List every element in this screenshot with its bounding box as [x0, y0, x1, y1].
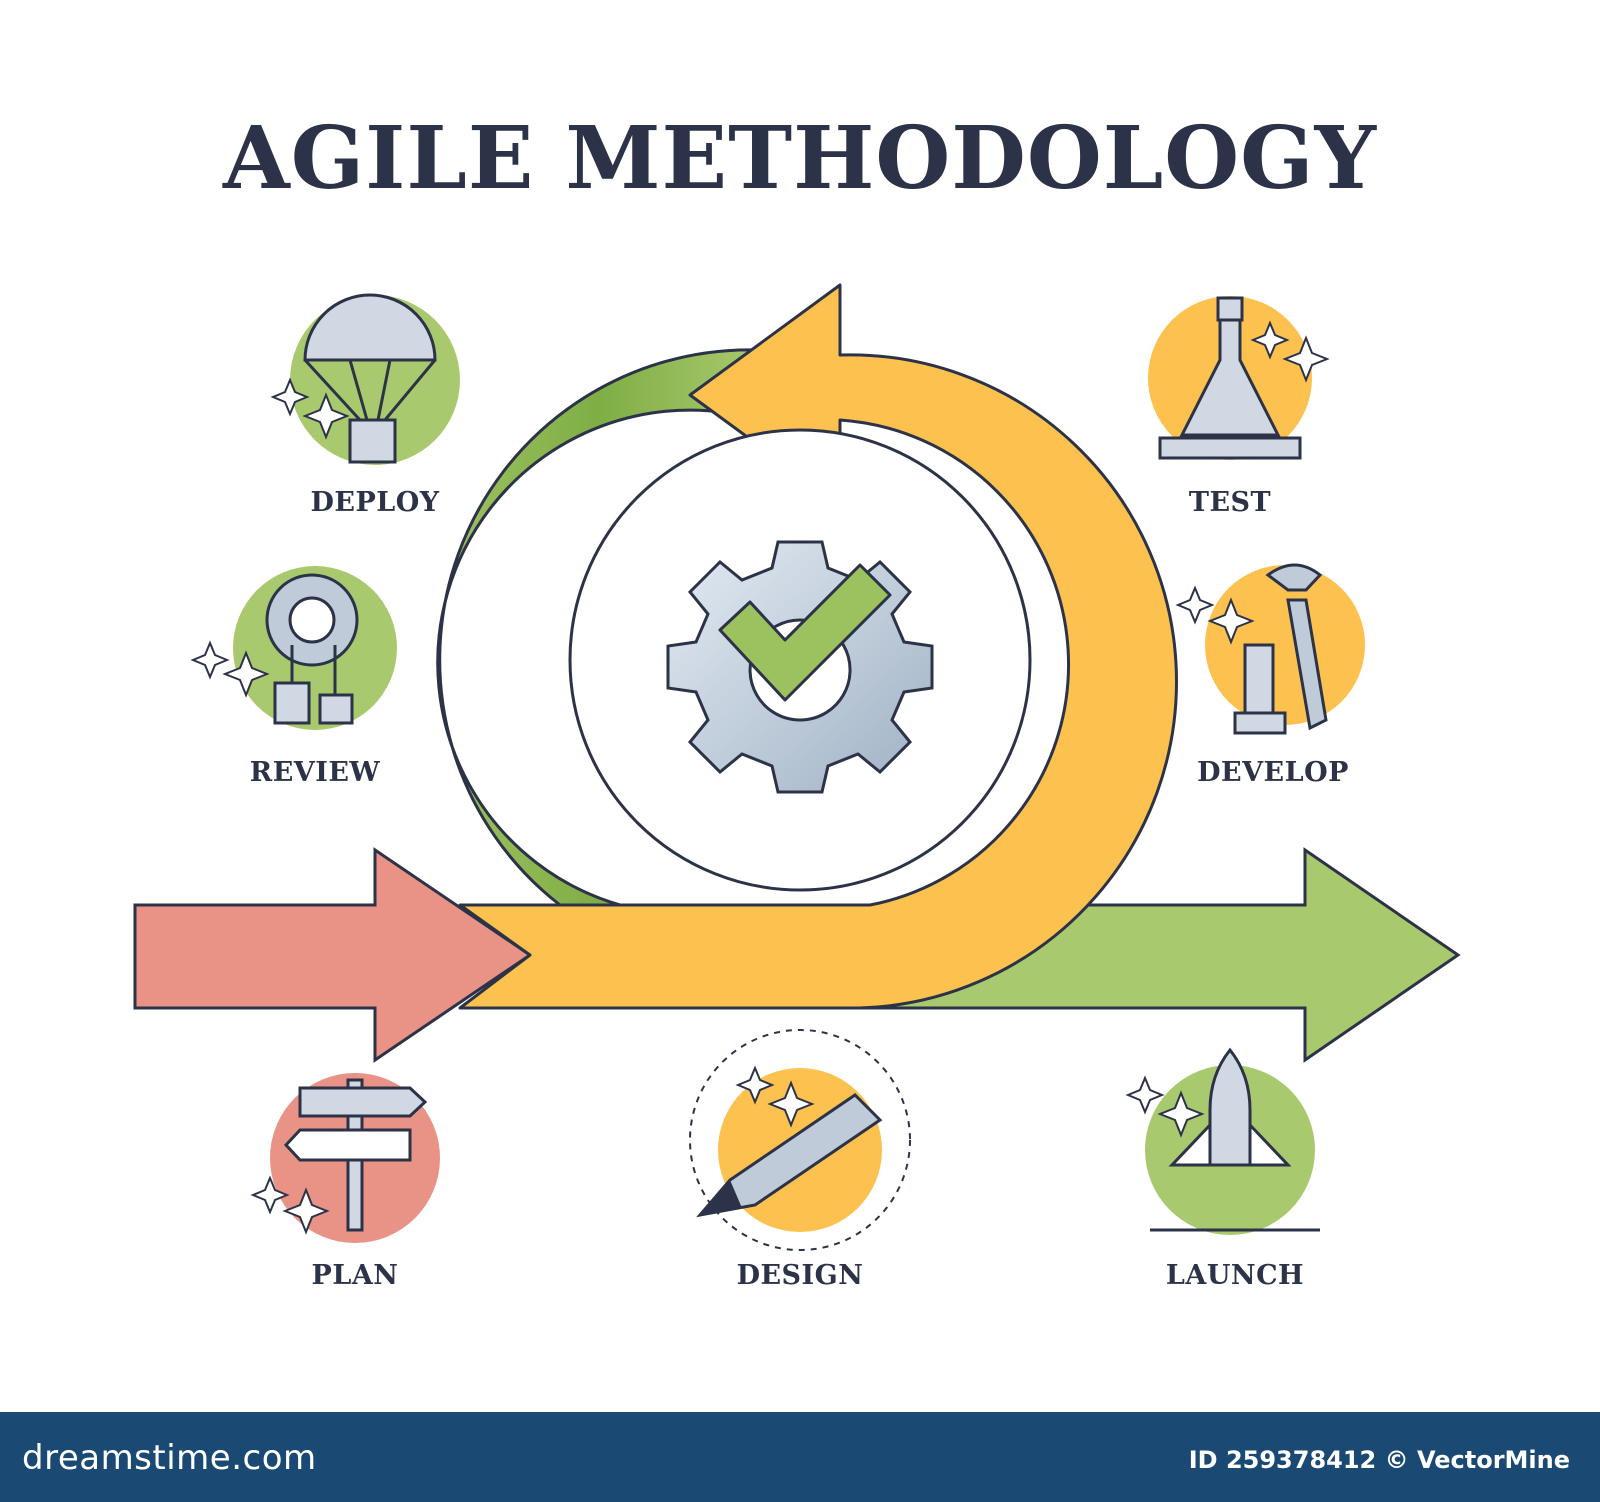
stage-label-design: DESIGN: [736, 1260, 864, 1291]
signpost-icon: [250, 1073, 440, 1243]
footer-brand: dreamstime.com: [22, 1438, 317, 1478]
stage-label-launch: LAUNCH: [1165, 1260, 1305, 1291]
diagram-canvas: [133, 283, 1461, 1251]
yellow-loop-arrow: [458, 283, 1179, 1010]
pencil-icon: [689, 1029, 911, 1251]
parachute-icon: [270, 293, 460, 465]
footer-bar: dreamstime.com ID 259378412 © VectorMine: [0, 1412, 1600, 1502]
stage-label-test: TEST: [1188, 487, 1272, 518]
stage-label-deploy: DEPLOY: [310, 487, 440, 518]
output-arrow: [848, 847, 1461, 1063]
footer-image-id: ID 259378412 © VectorMine: [1188, 1446, 1570, 1474]
gear-check-icon: [666, 540, 934, 794]
stage-label-review: REVIEW: [249, 757, 381, 788]
page-title: AGILE METHODOLOGY: [223, 108, 1377, 209]
stage-label-plan: PLAN: [311, 1260, 399, 1291]
rocket-icon: [1125, 1047, 1320, 1235]
wrench-bolt-icon: [1175, 563, 1365, 735]
stage-label-develop: DEVELOP: [1197, 757, 1349, 788]
flask-icon: [1148, 296, 1330, 460]
input-arrow: [133, 847, 533, 1063]
review-gear-icon: [190, 566, 397, 730]
